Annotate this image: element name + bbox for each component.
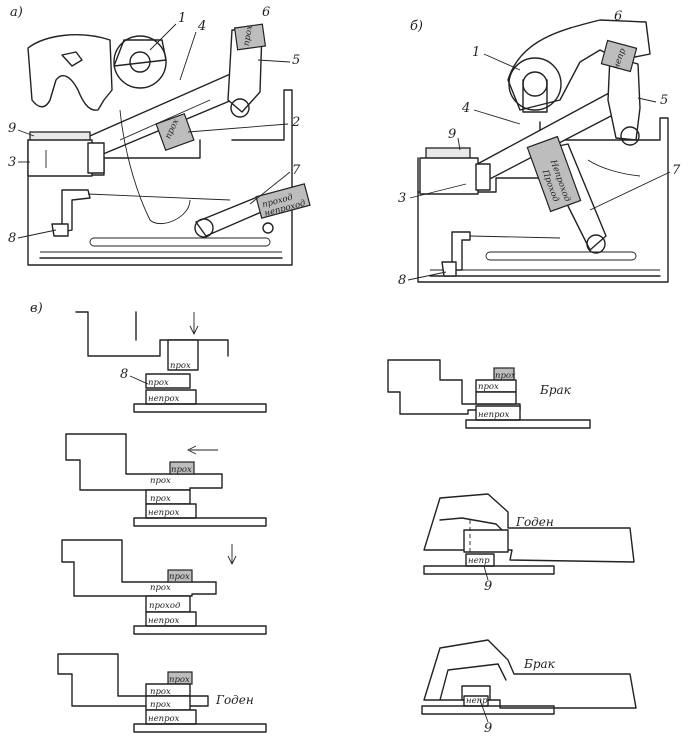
panel-a-swing-path xyxy=(119,109,191,225)
panel-v-step-2: прох прох прох непрох xyxy=(65,433,267,527)
step2-text-a: прох xyxy=(171,465,192,475)
callout-b-9: 9 xyxy=(448,127,456,142)
right2-text-a: непр xyxy=(468,556,490,566)
panel-a-pointer-8 xyxy=(51,189,231,237)
right1-text-a: прох xyxy=(495,371,516,381)
callout-7: 7 xyxy=(292,163,301,178)
panel-a: а) xyxy=(8,5,311,266)
panel-a-block-3 xyxy=(27,131,105,177)
panel-v-step-4: прох прох прох непрох Годен xyxy=(57,653,267,733)
step3-text-d: непрох xyxy=(148,616,180,626)
panel-a-workpiece xyxy=(27,34,113,111)
right2-callout-9: 9 xyxy=(484,579,492,594)
panel-v-step-1: прох прох непрох 8 xyxy=(75,311,267,413)
step4-text-a: прох xyxy=(169,675,190,685)
callout-b-8: 8 xyxy=(398,273,406,288)
step2-text-c: прох xyxy=(150,494,171,504)
callout-2: 2 xyxy=(291,115,300,130)
panel-b-swing-arrow xyxy=(587,159,641,177)
panel-v-right-1: прох прох непрох Брак xyxy=(387,359,591,429)
step2-text-b: прох xyxy=(150,476,171,486)
step4-text-d: непрох xyxy=(148,714,180,724)
callout-8: 8 xyxy=(8,231,16,246)
callout-3: 3 xyxy=(8,155,16,170)
callout-1: 1 xyxy=(178,11,186,26)
panel-a-callouts: 1 4 6 5 2 9 3 7 8 xyxy=(8,5,301,246)
panel-v-right-3: непр 9 Брак xyxy=(421,639,637,736)
right3-verdict: Брак xyxy=(523,657,556,671)
panel-v-label: в) xyxy=(30,301,43,316)
callout-6: 6 xyxy=(262,5,270,20)
panel-b-pointer-8 xyxy=(441,231,561,277)
step3-text-b: прох xyxy=(150,583,171,593)
step1-text-a: прох xyxy=(170,361,191,371)
right2-verdict: Годен xyxy=(515,515,554,529)
step4-text-c: прох xyxy=(150,700,171,710)
callout-b-6: 6 xyxy=(614,9,622,24)
panel-b-arm-5: непр xyxy=(600,39,641,146)
step1-text-b: прох xyxy=(148,378,169,388)
callout-b-7: 7 xyxy=(672,163,681,178)
step3-text-a: прох xyxy=(169,572,190,582)
panel-a-label: а) xyxy=(10,5,23,20)
right1-verdict: Брак xyxy=(539,383,572,397)
panel-a-arm-5: прох xyxy=(227,23,267,118)
callout-b-4: 4 xyxy=(461,101,470,116)
panel-b-roller xyxy=(508,57,562,113)
right1-text-c: непрох xyxy=(478,410,510,420)
callout-4: 4 xyxy=(197,19,206,34)
panel-b-callouts: 6 1 4 5 9 3 7 8 xyxy=(398,9,681,288)
panel-b-lever-7: Непроход Проход xyxy=(526,135,607,254)
panel-v-right-2: непр 9 Годен xyxy=(423,493,635,594)
panel-a-insert-2: прох xyxy=(155,112,195,152)
right1-text-b: прох xyxy=(478,382,499,392)
panel-b: б) непр xyxy=(398,9,681,288)
callout-b-5: 5 xyxy=(660,93,668,108)
panel-a-insert-text-1: прох xyxy=(242,24,256,46)
panel-b-block-3 xyxy=(419,147,491,195)
callout-b-1: 1 xyxy=(472,45,480,60)
step3-text-c: проход xyxy=(149,601,181,611)
step1-callout-8: 8 xyxy=(120,367,128,382)
step4-text-b: прох xyxy=(150,687,171,697)
step4-verdict: Годен xyxy=(215,693,254,707)
callout-9: 9 xyxy=(8,121,16,136)
panel-a-lever-7: проход непроход xyxy=(194,183,311,238)
right3-callout-9: 9 xyxy=(484,721,492,736)
step2-text-d: непрох xyxy=(148,508,180,518)
step1-text-c: непрох xyxy=(148,394,180,404)
callout-5: 5 xyxy=(292,53,300,68)
panel-v-step-3: прох прох проход непрох xyxy=(61,539,267,635)
panel-a-roller xyxy=(113,35,167,89)
panel-b-label: б) xyxy=(410,19,423,34)
panel-b-workpiece xyxy=(507,19,651,111)
callout-b-3: 3 xyxy=(398,191,406,206)
right3-text-a: непр xyxy=(466,696,488,706)
